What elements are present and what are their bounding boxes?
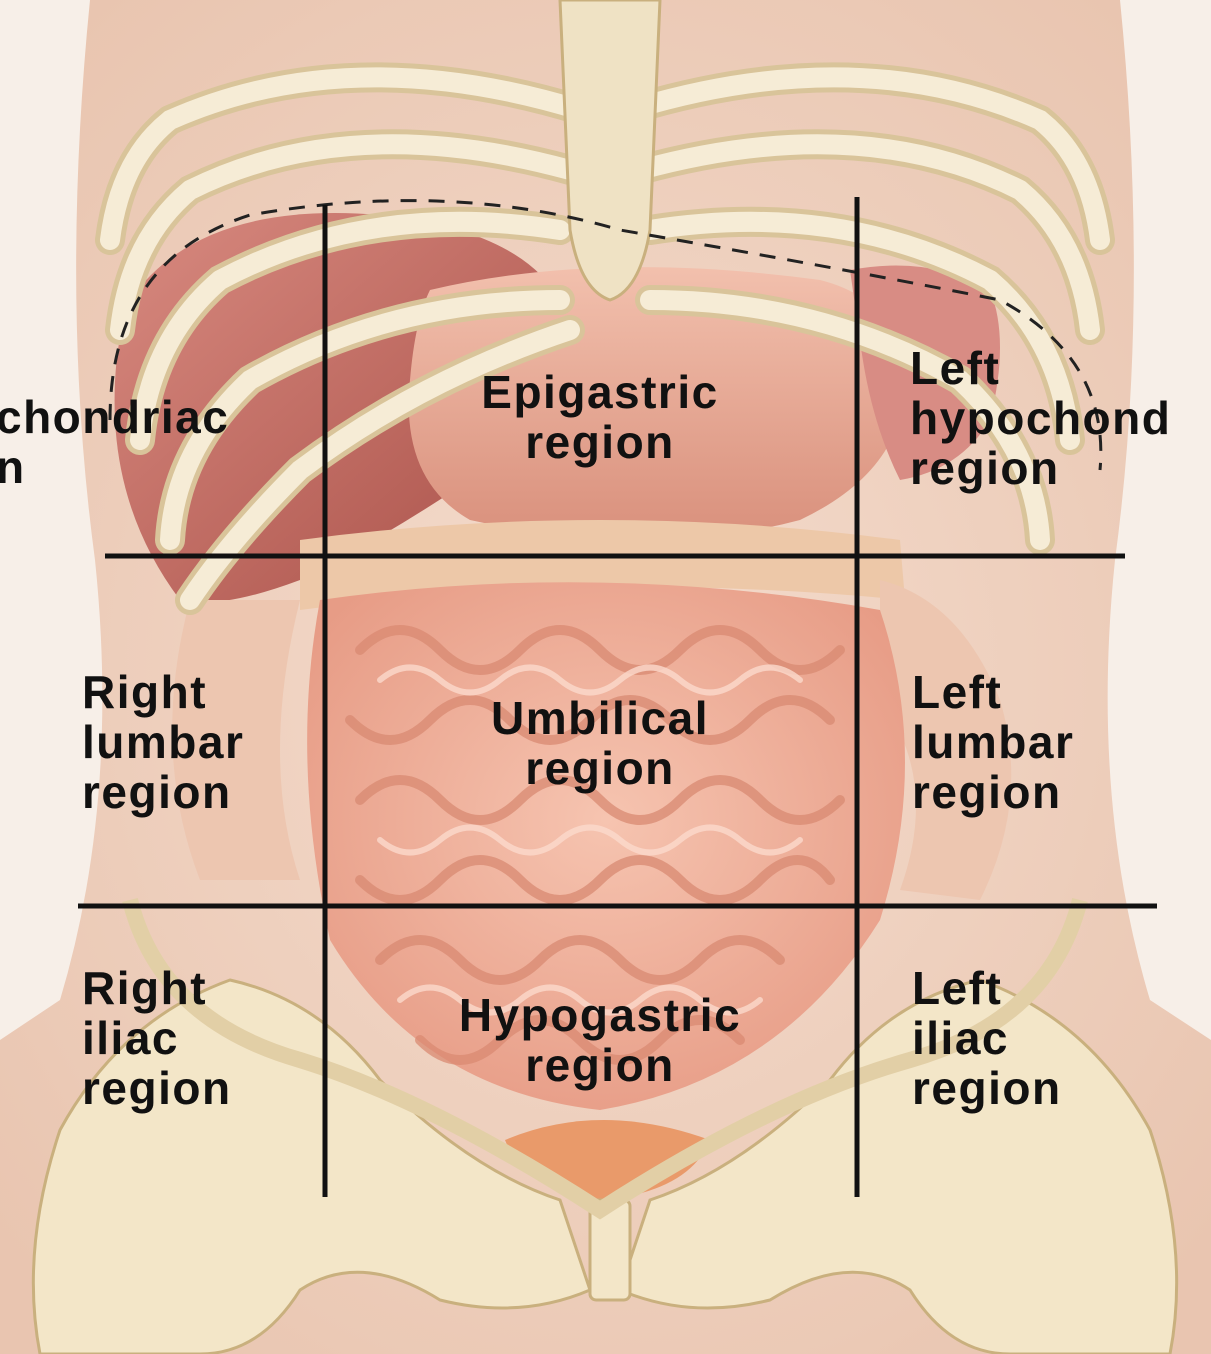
label-hypogastric: Hypogastric region xyxy=(410,990,790,1090)
sternum xyxy=(560,0,660,300)
label-right-lumbar: Right lumbar region xyxy=(82,667,244,817)
label-right-hypochondriac: chondriac n xyxy=(0,392,229,492)
label-left-lumbar: Left lumbar region xyxy=(912,667,1074,817)
label-right-iliac: Right iliac region xyxy=(82,963,232,1113)
label-umbilical: Umbilical region xyxy=(440,693,760,793)
label-left-hypochondriac: Left hypochond region xyxy=(910,343,1171,493)
label-left-iliac: Left iliac region xyxy=(912,963,1062,1113)
label-epigastric: Epigastric region xyxy=(440,367,760,467)
